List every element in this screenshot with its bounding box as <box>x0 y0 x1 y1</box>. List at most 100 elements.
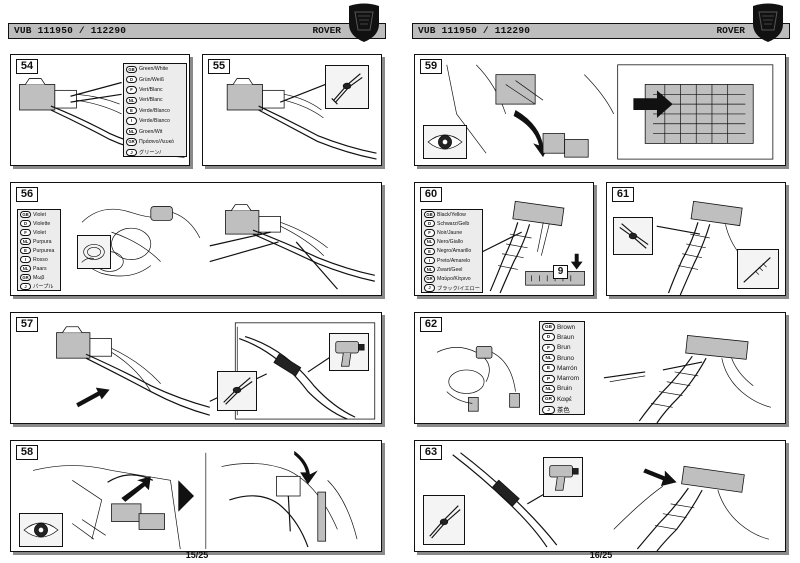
wire-cutter-inset <box>613 217 653 255</box>
heat-gun-icon <box>335 341 365 367</box>
step-58-panel: 58 <box>10 440 382 552</box>
step-number: 55 <box>208 59 230 74</box>
connector-illustration <box>19 78 185 158</box>
eye-icon <box>427 134 463 150</box>
step-61-panel: 61 <box>606 182 786 296</box>
wire-coil-inset <box>77 235 111 269</box>
wire-cutter-icon <box>331 73 363 105</box>
connector-number-badge: 9 <box>553 265 568 279</box>
step-number: 62 <box>420 317 442 332</box>
heat-gun-icon <box>549 465 579 491</box>
heat-gun-inset <box>543 457 583 497</box>
fuse-box-location-illustration <box>446 64 774 160</box>
page-header: VUB 111950 / 112290 ROVER <box>8 23 386 39</box>
page-header: VUB 111950 / 112290 ROVER <box>412 23 790 39</box>
wire-cutter-inset <box>423 495 465 545</box>
brand-name: ROVER <box>716 25 745 36</box>
step-number: 54 <box>16 59 38 74</box>
final-splice-illustration <box>452 452 770 551</box>
eye-inspect-inset <box>423 125 467 159</box>
step-number: 56 <box>16 187 38 202</box>
rover-shield-logo <box>753 3 783 42</box>
step-number: 61 <box>612 187 634 202</box>
step-number: 60 <box>420 187 442 202</box>
eye-inspect-inset <box>19 513 63 547</box>
step-63-panel: 63 <box>414 440 786 552</box>
brand-name: ROVER <box>312 25 341 36</box>
document-title: VUB 111950 / 112290 <box>418 25 531 36</box>
wire-cutter-icon <box>223 377 253 405</box>
brown-wire-connection-illustration <box>436 334 771 423</box>
wire-coil-icon <box>81 244 105 263</box>
wire-strip-inset <box>737 249 779 289</box>
page-number: 16/25 <box>589 550 613 560</box>
step-57-panel: 57 <box>10 312 382 424</box>
step-number: 59 <box>420 59 442 74</box>
connector-illustration <box>226 78 377 160</box>
step-55-panel: 55 <box>202 54 382 166</box>
step-number: 57 <box>16 317 38 332</box>
wire-cutter-inset <box>325 65 369 109</box>
harness-cut-illustration <box>656 200 743 295</box>
wire-cutter-inset <box>217 371 257 411</box>
splice-illustration <box>56 322 376 420</box>
vehicle-interior-illustration <box>32 450 358 550</box>
heat-gun-inset <box>329 333 369 371</box>
step-59-panel: 59 <box>414 54 786 166</box>
wiring-kit-illustration <box>80 204 375 290</box>
document-title: VUB 111950 / 112290 <box>14 25 127 36</box>
eye-icon <box>23 522 59 538</box>
step-number: 63 <box>420 445 442 460</box>
page-number: 15/25 <box>185 550 209 560</box>
stripped-wire-icon <box>743 257 771 283</box>
wire-cutter-icon <box>429 505 461 539</box>
page-right: VUB 111950 / 112290 ROVER 59 <box>412 3 790 560</box>
step-number: 58 <box>16 445 38 460</box>
wire-cutter-icon <box>619 223 649 249</box>
rover-shield-logo <box>349 3 379 42</box>
